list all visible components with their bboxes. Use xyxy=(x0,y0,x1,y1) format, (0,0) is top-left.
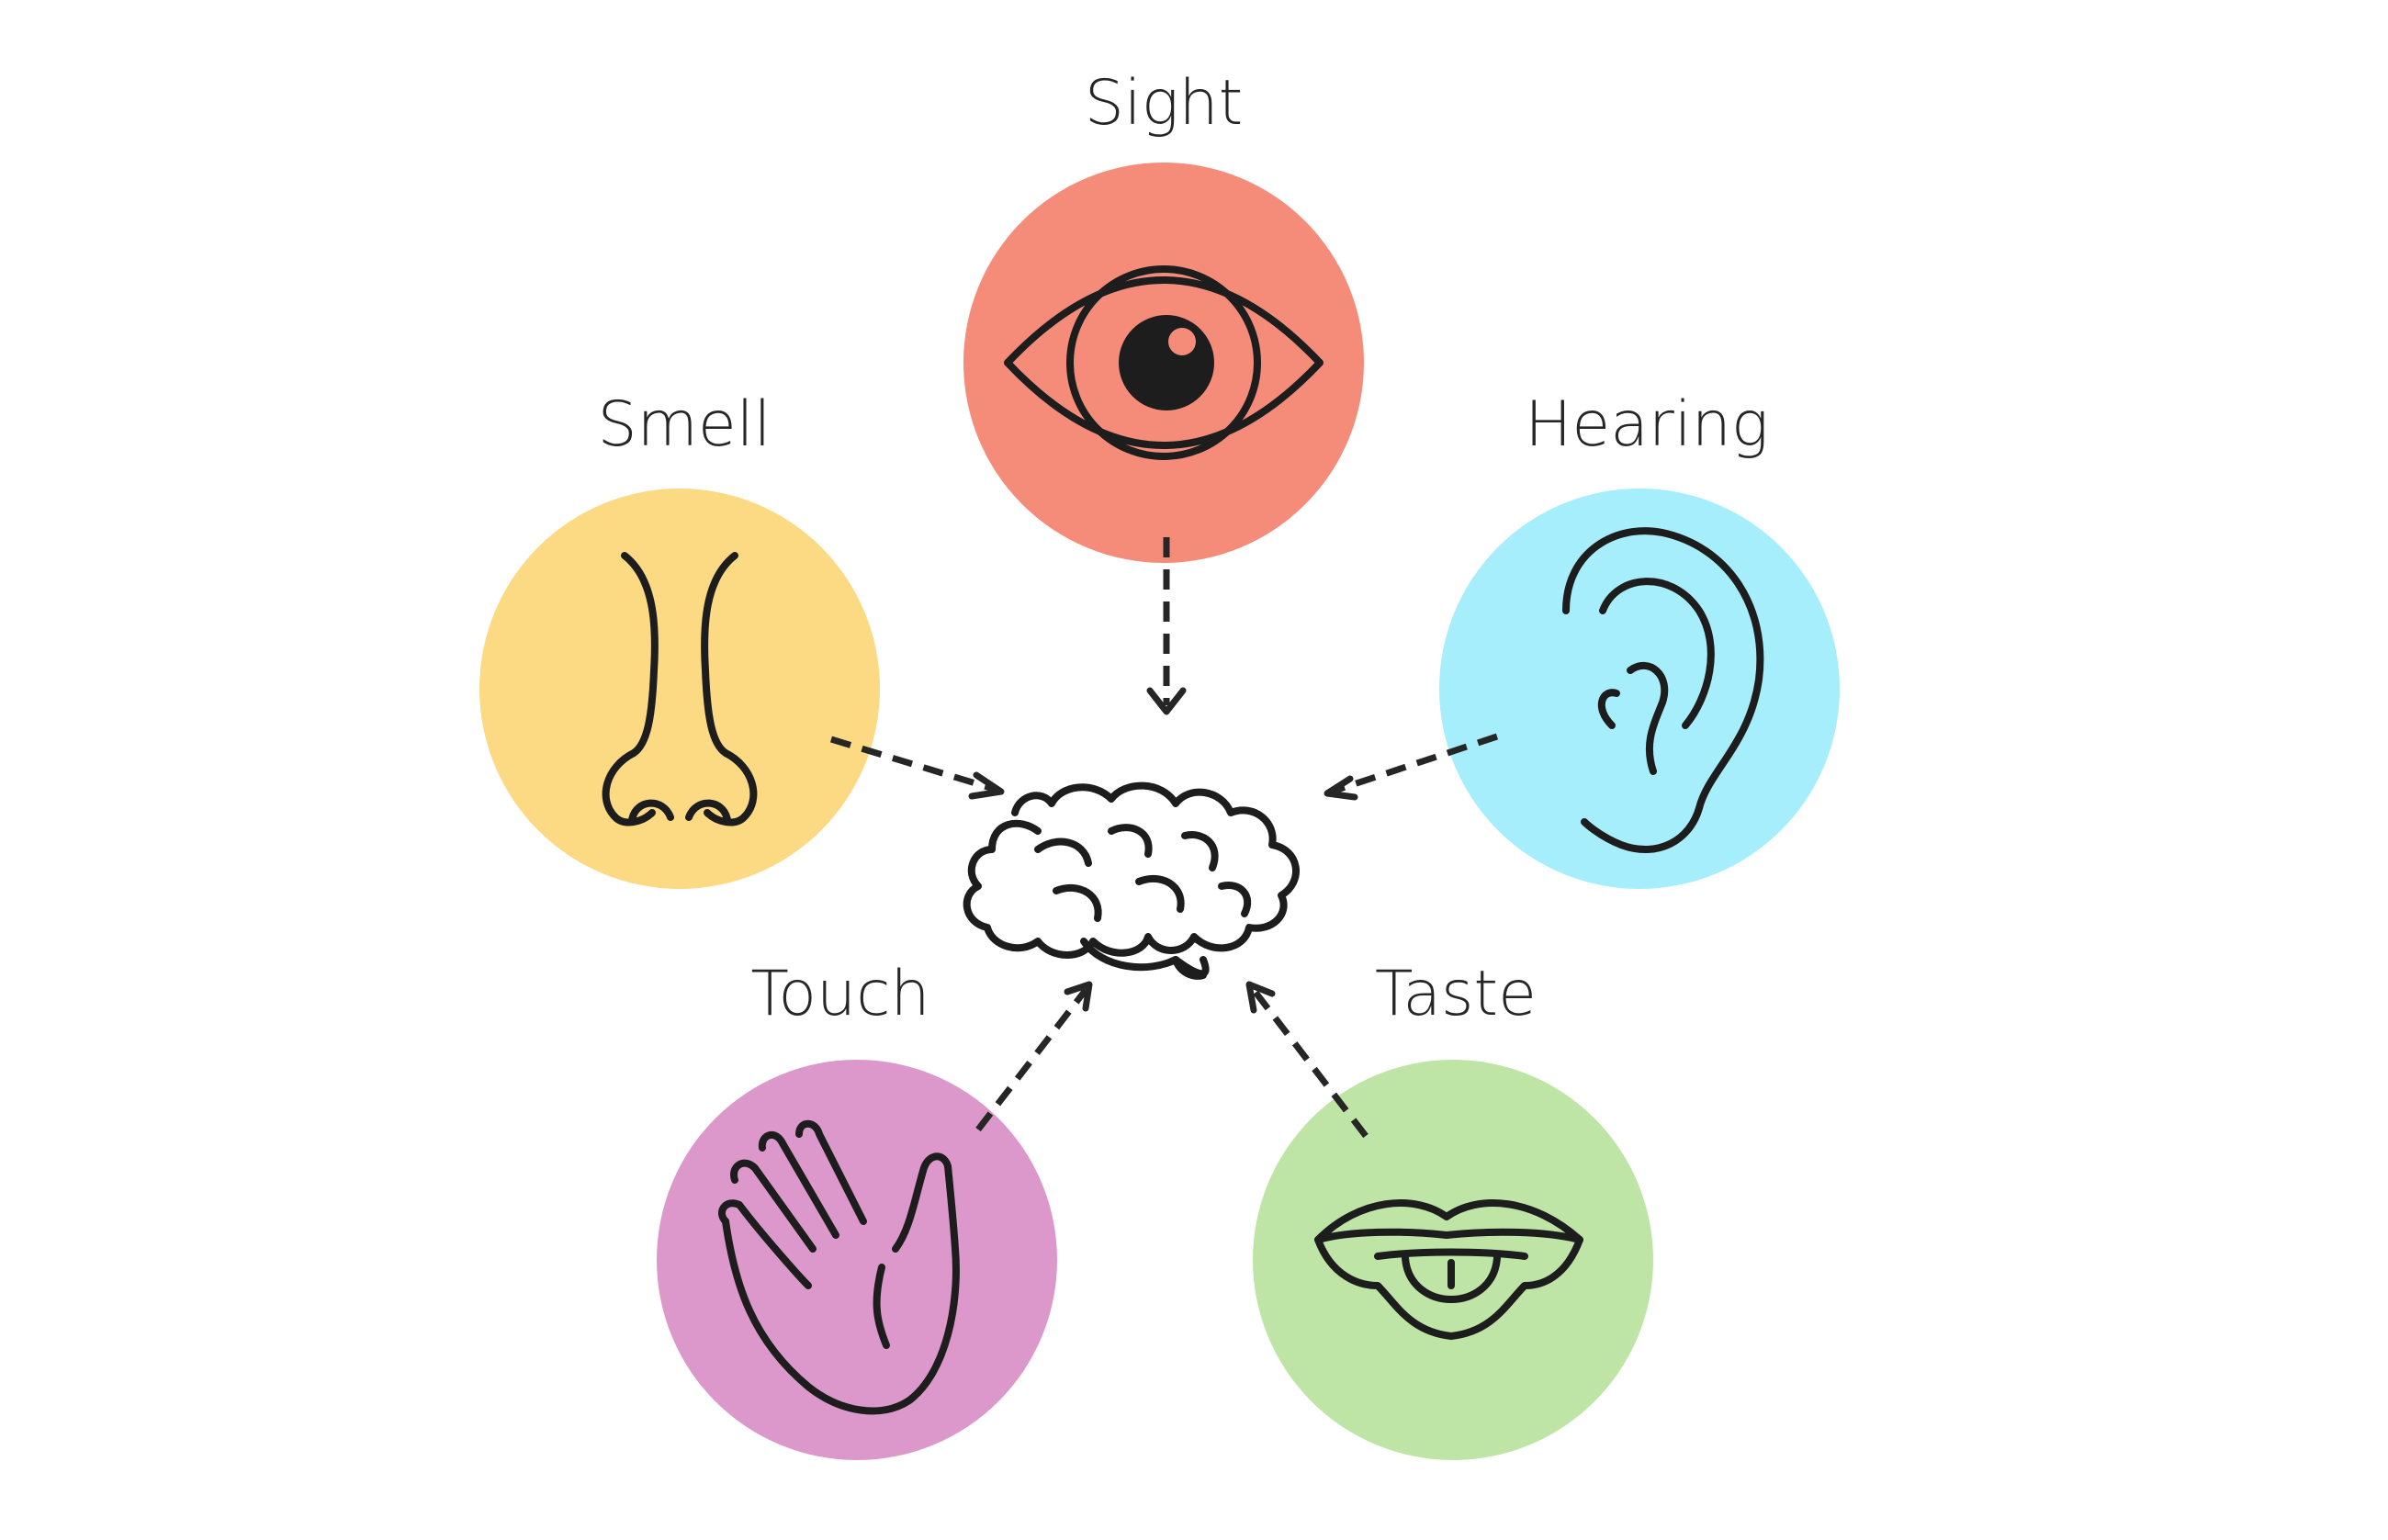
hand-icon xyxy=(718,1119,960,1415)
nose-icon xyxy=(602,552,758,826)
touch-label: Touch xyxy=(750,958,929,1030)
sense-node-touch: Touch xyxy=(657,958,1057,1460)
connector-sight xyxy=(1146,537,1187,715)
sense-node-taste: Taste xyxy=(1253,958,1653,1460)
taste-label: Taste xyxy=(1375,958,1537,1030)
sense-node-hearing: Hearing xyxy=(1439,388,1840,889)
hearing-circle xyxy=(1439,489,1840,889)
sight-label: Sight xyxy=(1085,67,1244,140)
hearing-label: Hearing xyxy=(1525,388,1768,461)
connector-hearing xyxy=(1324,733,1499,801)
sense-node-smell: Smell xyxy=(479,388,880,889)
smell-circle xyxy=(479,489,880,889)
sense-node-sight: Sight xyxy=(963,67,1364,563)
ear-icon xyxy=(1562,527,1764,853)
brain-icon xyxy=(963,781,1300,980)
connector-smell xyxy=(829,736,1005,800)
eye-icon xyxy=(1004,265,1324,460)
connector-touch xyxy=(975,981,1093,1132)
mouth-icon xyxy=(1314,1199,1583,1340)
connector-taste xyxy=(1245,981,1369,1139)
smell-label: Smell xyxy=(597,388,771,461)
touch-circle xyxy=(657,1060,1057,1460)
